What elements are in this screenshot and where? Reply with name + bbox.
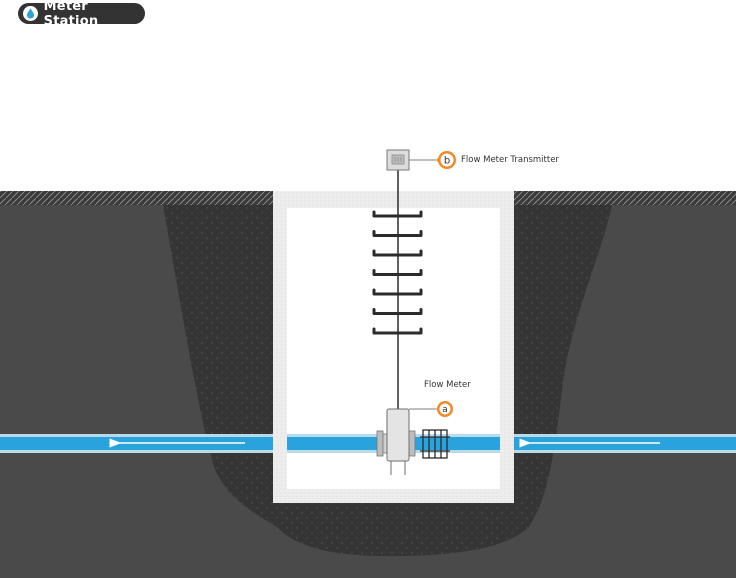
excavation-backfill <box>163 205 612 557</box>
badge-a-letter: a <box>442 405 448 415</box>
badge-a: a <box>436 401 453 417</box>
flow-meter-transmitter <box>386 149 410 171</box>
ladder-rung <box>372 288 423 296</box>
flow-meter <box>376 408 416 475</box>
page-title: Meter Station <box>43 0 99 29</box>
ladder-rung <box>372 327 423 335</box>
ground-surface-hatch-right <box>514 191 736 205</box>
header-title-pill: Meter Station <box>18 0 145 29</box>
flow-meter-label: Flow Meter <box>424 380 471 390</box>
water-drop-icon <box>23 6 38 21</box>
badge-b-letter: b <box>444 156 450 167</box>
ladder-rung <box>372 269 423 276</box>
ladder-rung <box>372 230 423 237</box>
ladder <box>372 210 423 335</box>
ground-surface-hatch-left <box>0 191 273 205</box>
flow-conditioner <box>420 429 450 459</box>
ladder-rung <box>372 249 423 257</box>
pipeline <box>0 434 736 453</box>
ladder-rung <box>372 210 423 218</box>
badge-b: b <box>436 151 456 169</box>
ladder-rung <box>372 308 423 315</box>
flow-meter-transmitter-label: Flow Meter Transmitter <box>461 155 559 165</box>
